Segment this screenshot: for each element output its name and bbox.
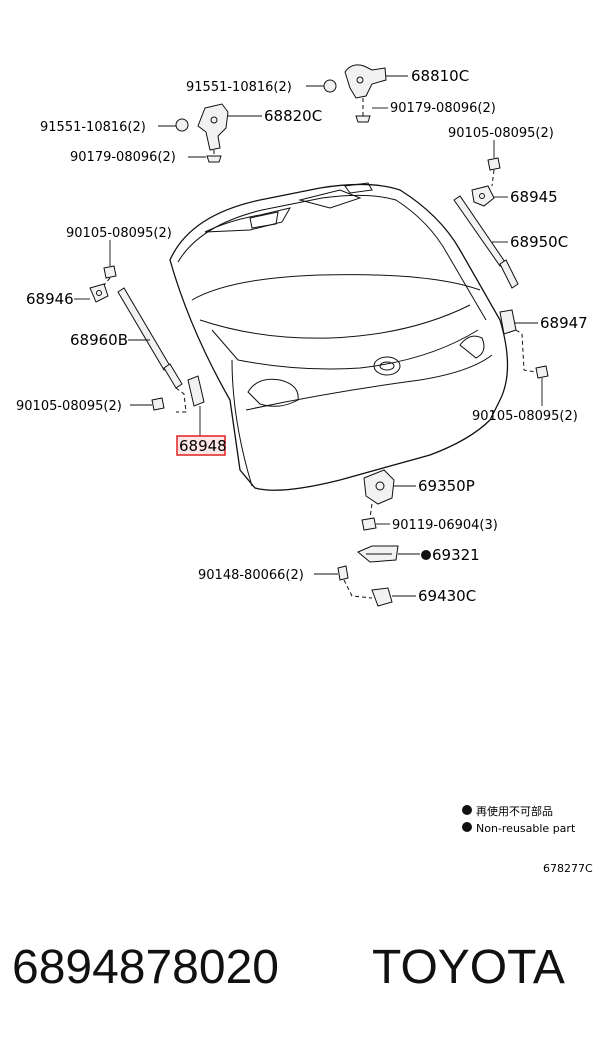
label-90179-top: 90179-08096(2) <box>390 101 496 116</box>
label-90179-left: 90179-08096(2) <box>70 150 176 165</box>
bolt-90105-right-top <box>487 157 501 187</box>
bracket-68945 <box>471 185 495 207</box>
bracket-69430c <box>371 587 393 607</box>
bracket-68946 <box>89 283 109 303</box>
nut-91551-top <box>323 79 337 93</box>
label-90105-right-bottom: 90105-08095(2) <box>472 409 578 424</box>
non-reusable-marker <box>421 550 431 560</box>
label-91551-top: 91551-10816(2) <box>186 80 292 95</box>
highlighted-part-68948[interactable]: 68948 <box>176 435 227 456</box>
label-69321: 69321 <box>432 546 480 564</box>
legend-marker-jp <box>462 805 472 815</box>
label-68820c: 68820C <box>264 107 322 125</box>
damper-68950c <box>453 195 519 289</box>
label-68950c: 68950C <box>510 233 568 251</box>
bolt-90105-left-top <box>99 265 117 291</box>
clip-90148 <box>337 565 373 599</box>
bolt-90119 <box>361 517 377 531</box>
label-90119: 90119-06904(3) <box>392 518 498 533</box>
label-69350p: 69350P <box>418 477 475 495</box>
label-68945: 68945 <box>510 188 558 206</box>
legend: 再使用不可部品 Non-reusable part <box>462 804 576 835</box>
footer-part-number: 6894878020 <box>12 941 279 994</box>
legend-marker-en <box>462 822 472 832</box>
figure-code: 678277C <box>543 862 593 875</box>
label-68946: 68946 <box>26 290 74 308</box>
label-90148: 90148-80066(2) <box>198 568 304 583</box>
label-68947: 68947 <box>540 314 588 332</box>
legend-japanese: 再使用不可部品 <box>476 804 553 818</box>
legend-english: Non-reusable part <box>476 822 576 835</box>
label-68948: 68948 <box>179 437 227 455</box>
part-69321 <box>357 545 399 563</box>
bolt-90179-top <box>355 115 371 123</box>
nut-91551-left <box>175 118 189 132</box>
lock-assy-69350p <box>363 469 395 519</box>
back-door-panel <box>169 182 509 491</box>
damper-68960b <box>117 287 183 389</box>
bracket-68947 <box>499 309 537 373</box>
bolt-90179-left <box>206 155 222 163</box>
hinge-68820c <box>197 103 229 156</box>
label-90105-left-bottom: 90105-08095(2) <box>16 399 122 414</box>
leader-lines <box>74 75 543 597</box>
label-68810c: 68810C <box>411 67 469 85</box>
label-68960b: 68960B <box>70 331 128 349</box>
label-90105-right-top: 90105-08095(2) <box>448 126 554 141</box>
bolt-90105-left-bottom <box>151 397 165 411</box>
footer-brand: TOYOTA <box>372 941 565 994</box>
bracket-68948 <box>175 375 205 413</box>
label-91551-left: 91551-10816(2) <box>40 120 146 135</box>
bolt-90105-right-bottom <box>535 365 549 379</box>
label-90105-left-top: 90105-08095(2) <box>66 226 172 241</box>
label-69430c: 69430C <box>418 587 476 605</box>
hinge-68810c <box>344 64 387 116</box>
